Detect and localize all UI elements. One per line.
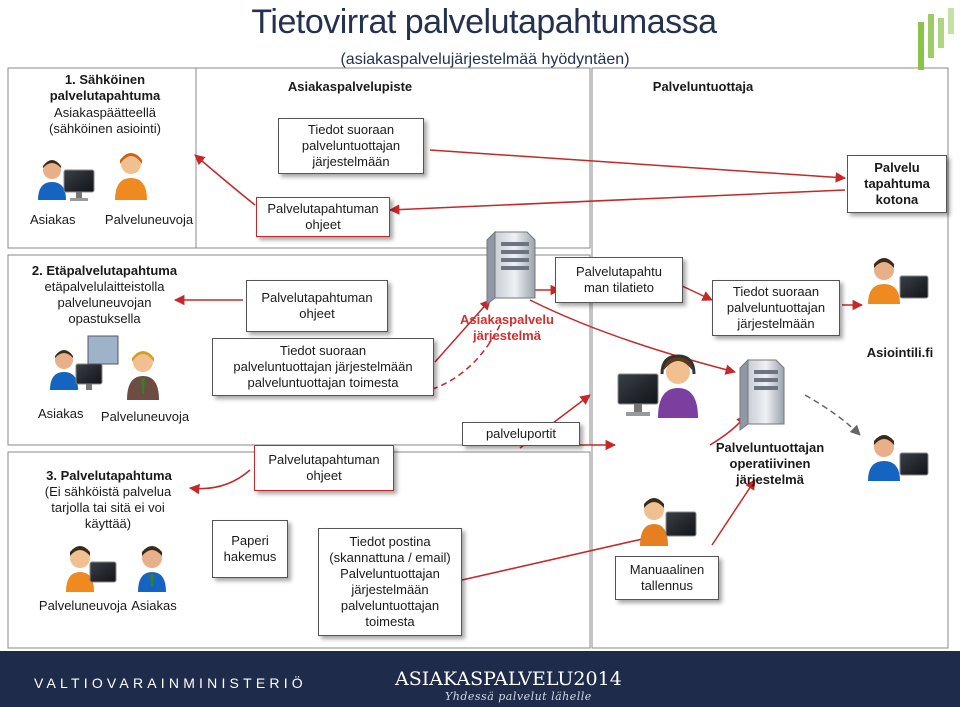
arrow-kotona-to-ohjeet bbox=[388, 189, 846, 215]
brand-logo-text: ASIAKASPALVELU2014 bbox=[395, 668, 622, 690]
arrow-tiedot-to-kotona bbox=[429, 149, 847, 183]
server-icon bbox=[486, 230, 536, 305]
advisor-icon bbox=[127, 351, 159, 400]
box3-tiedot-postina: Tiedot postina (skannattuna / email) Pal… bbox=[318, 528, 462, 636]
box3-palveluportit: palveluportit bbox=[462, 422, 580, 446]
section1-frame bbox=[7, 67, 591, 249]
user-computer-icon bbox=[868, 435, 929, 481]
advisor-computer-icon bbox=[66, 546, 117, 592]
section2-label-asiakas: Asiakas bbox=[38, 406, 84, 421]
arrow2-server-to-user bbox=[804, 394, 861, 436]
page-title: Tietovirrat palvelutapahtumassa bbox=[251, 3, 717, 41]
display-panel-icon bbox=[87, 335, 119, 365]
page-subtitle: (asiakaspalvelujärjestelmää hyödyntäen) bbox=[340, 51, 630, 68]
box-palvelutapahtuman-ohjeet: Palvelutapahtuman ohjeet bbox=[256, 197, 390, 237]
user-computer-icon bbox=[50, 350, 103, 390]
user-computer-icon bbox=[868, 258, 929, 304]
section1-heading: 1. Sähköinen palvelutapahtuma bbox=[49, 72, 161, 103]
palveluntuottaja-frame bbox=[591, 67, 949, 649]
box3-paperi-hakemus: Paperi hakemus bbox=[212, 520, 288, 578]
brand-slogan: Yhdessä palvelut lähelle bbox=[445, 690, 592, 703]
section2-heading: 2. Etäpalvelutapahtuma bbox=[31, 263, 178, 278]
arrow3-postina-to-manual bbox=[461, 531, 662, 581]
column-header-palveluntuottaja: Palveluntuottaja bbox=[652, 79, 754, 94]
ministry-logo-text: VALTIOVARAINMINISTERIÖ bbox=[34, 675, 307, 691]
box-palvelutapahtuma-kotona: Palvelu tapahtuma kotona bbox=[847, 155, 947, 213]
arrow3-manual-to-operative bbox=[711, 479, 756, 546]
box3-palvelutapahtuman-ohjeet: Palvelutapahtuman ohjeet bbox=[254, 445, 394, 491]
section1-label-palveluneuvoja: Palveluneuvoja bbox=[104, 212, 194, 227]
box3-manuaalinen-tallennus: Manuaalinen tallennus bbox=[615, 556, 719, 600]
section3-heading: 3. Palvelutapahtuma bbox=[46, 468, 172, 483]
box2-palvelutapahtuman-tilatieto: Palvelutapahtu man tilatieto bbox=[555, 257, 683, 303]
arrow3-ohjeet bbox=[188, 469, 251, 495]
section3-description: (Ei sähköistä palvelua tarjolla tai sitä… bbox=[44, 484, 172, 531]
section3-label-asiakas: Asiakas bbox=[131, 598, 177, 613]
advisor-icon bbox=[115, 153, 147, 200]
section1-label-asiakas: Asiakas bbox=[30, 212, 76, 227]
column-header-asiakaspalvelupiste: Asiakaspalvelupiste bbox=[287, 79, 413, 94]
advisor-computer-icon bbox=[640, 498, 697, 546]
operative-system-label: Palveluntuottajan operatiivinen järjeste… bbox=[715, 440, 825, 487]
section2-label-palveluneuvoja: Palveluneuvoja bbox=[100, 409, 190, 424]
arrow-ohjeet-to-asiakas bbox=[194, 154, 256, 206]
logo-stripes bbox=[918, 8, 954, 70]
section2-description: etäpalvelulaitteistolla palveluneuvojan … bbox=[44, 279, 165, 326]
box2-palvelutapahtuman-ohjeet: Palvelutapahtuman ohjeet bbox=[246, 280, 388, 332]
footer-bar bbox=[0, 651, 960, 707]
box2-tiedot-palveluntuottajan: Tiedot suoraan palveluntuottajan järjest… bbox=[712, 280, 840, 336]
arrow2-system-to-server bbox=[529, 299, 737, 375]
arrow2-to-system bbox=[434, 299, 491, 363]
user-icon bbox=[138, 546, 166, 592]
asiakaspalvelujarjestelma-label: Asiakaspalvelu järjestelmä bbox=[460, 312, 554, 343]
asiointili-label: Asiointili.fi bbox=[866, 345, 934, 360]
box-tiedot-suoraan: Tiedot suoraan palveluntuottajan järjest… bbox=[278, 118, 424, 174]
server-icon bbox=[739, 358, 785, 431]
section3-label-palveluneuvoja: Palveluneuvoja bbox=[38, 598, 128, 613]
headset-advisor-icon bbox=[617, 354, 698, 418]
arrow2-tilatieto-tiedot bbox=[679, 284, 713, 301]
section1-description: Asiakaspäätteellä (sähköinen asiointi) bbox=[48, 105, 161, 136]
diagram-canvas bbox=[7, 8, 954, 649]
box2-tiedot-suoraan: Tiedot suoraan palveluntuottajan järjest… bbox=[212, 338, 434, 396]
user-computer-icon bbox=[38, 160, 95, 201]
